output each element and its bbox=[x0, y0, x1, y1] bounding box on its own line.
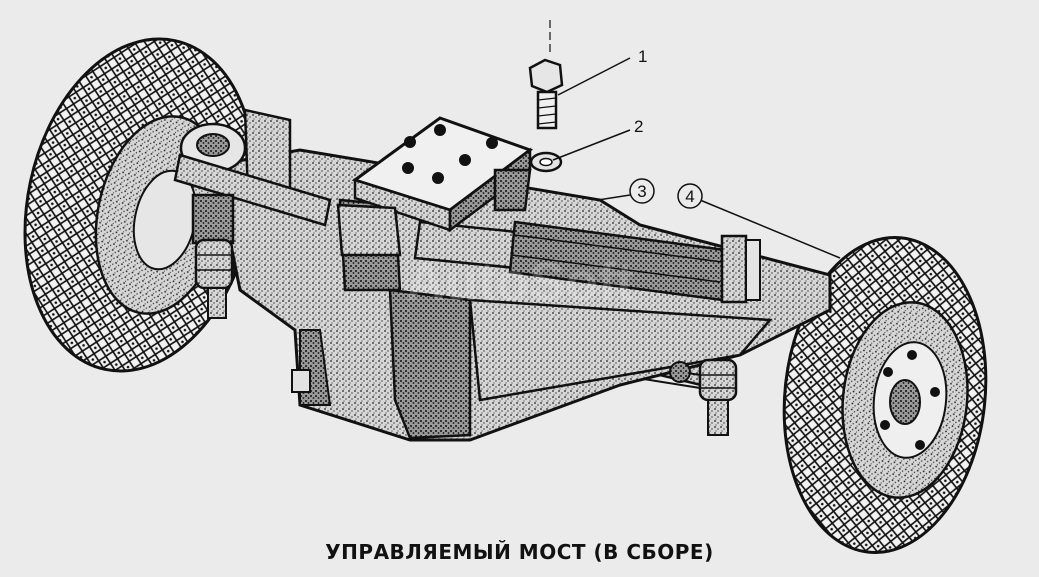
left-knuckle bbox=[173, 108, 332, 319]
callout-2-number: 2 bbox=[634, 117, 643, 136]
mounting-pad bbox=[336, 116, 534, 257]
callout-4-circle bbox=[677, 183, 703, 209]
right-wheel bbox=[782, 236, 988, 554]
callout-3-number: 3 bbox=[637, 182, 646, 201]
callout-1-number: 1 bbox=[638, 47, 647, 66]
callout-4-number: 4 bbox=[685, 187, 694, 206]
callout-leaders bbox=[552, 57, 841, 259]
steering-cylinder bbox=[413, 220, 761, 304]
callout-3-circle bbox=[629, 178, 655, 204]
figure-caption: УПРАВЛЯЕМЫЙ МОСТ (В СБОРЕ) bbox=[325, 540, 714, 564]
watermark: AutoSoft bbox=[406, 252, 634, 312]
right-ball-joint bbox=[669, 358, 738, 436]
bolt bbox=[528, 20, 564, 130]
washer bbox=[529, 151, 563, 173]
